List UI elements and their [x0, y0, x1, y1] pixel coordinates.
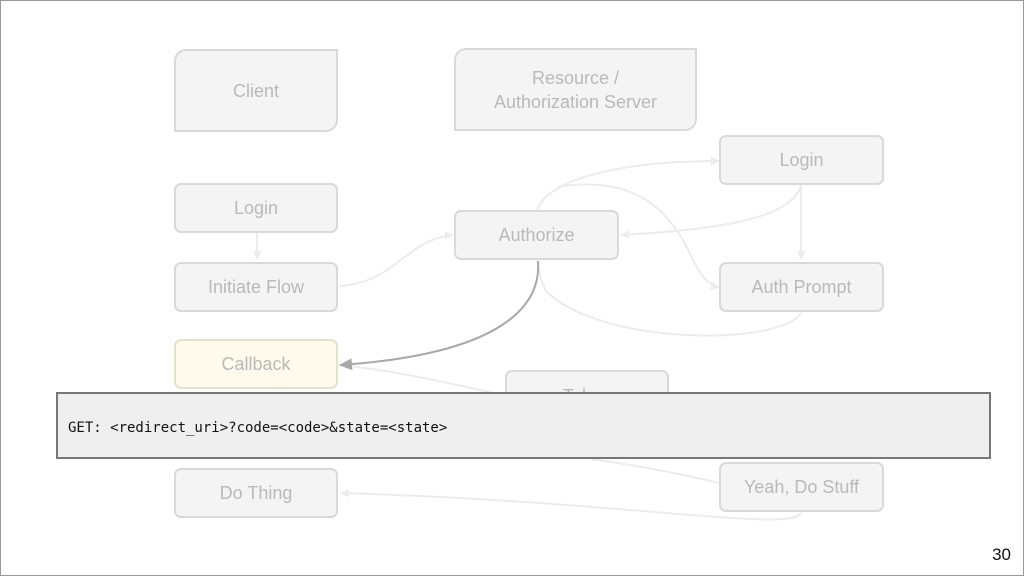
resource-server-header: Resource / Authorization Server: [454, 48, 697, 131]
node-authorize: Authorize: [454, 210, 619, 260]
node-do-thing: Do Thing: [174, 468, 338, 518]
node-client-login: Login: [174, 183, 338, 233]
arrow-authorize-to-login: [536, 157, 720, 212]
node-yeah-do-stuff-label: Yeah, Do Stuff: [743, 477, 860, 497]
node-callback-label: Callback: [221, 354, 291, 374]
arrow-yeah-to-dothing: [340, 489, 802, 521]
arrow-authorize-to-authprompt: [556, 183, 720, 290]
code-callout-text: GET: <redirect_uri>?code=<code>&state=<s…: [68, 420, 448, 436]
arrow-initiate-to-authorize: [338, 231, 454, 287]
node-authorize-label: Authorize: [498, 225, 575, 245]
client-header-label: Client: [232, 80, 280, 101]
node-auth-prompt: Auth Prompt: [719, 262, 884, 312]
node-do-thing-label: Do Thing: [219, 483, 293, 503]
node-auth-prompt-label: Auth Prompt: [751, 277, 852, 297]
node-yeah-do-stuff: Yeah, Do Stuff: [719, 462, 884, 512]
resource-server-header-label: Resource / Authorization Server: [493, 67, 658, 112]
node-server-login-label: Login: [779, 150, 824, 170]
arrow-authorize-to-callback: [339, 260, 540, 371]
arrow-login-to-authorize: [620, 184, 802, 239]
node-initiate-flow: Initiate Flow: [174, 262, 338, 312]
arrow-authprompt-to-authorize: [536, 258, 802, 337]
node-server-login: Login: [719, 135, 884, 185]
node-initiate-flow-label: Initiate Flow: [207, 277, 305, 297]
client-header: Client: [174, 49, 338, 132]
arrow-token-to-yeah: [590, 458, 720, 484]
page-number: 30: [992, 545, 1011, 564]
node-callback: Callback: [174, 339, 338, 389]
code-callout: GET: <redirect_uri>?code=<code>&state=<s…: [56, 392, 991, 459]
node-client-login-label: Login: [233, 198, 279, 218]
